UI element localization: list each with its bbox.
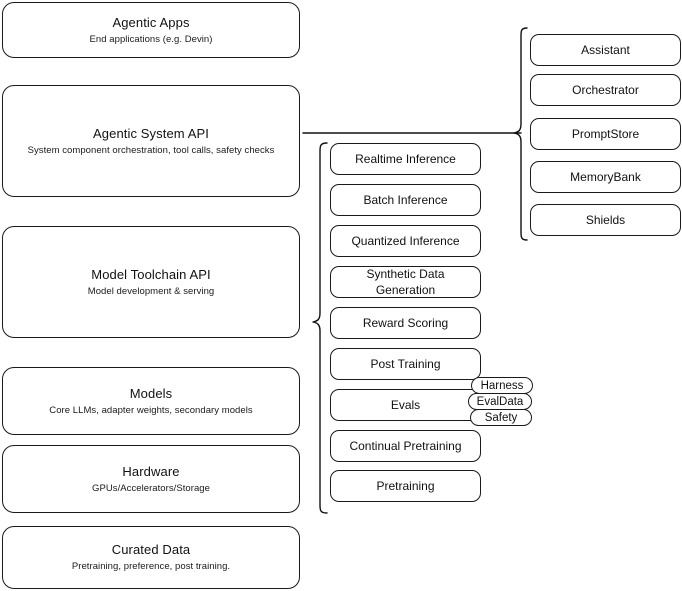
chip-continual-pretraining[interactable]: Continual Pretraining: [330, 430, 481, 462]
chip-label: Batch Inference: [363, 193, 448, 207]
layer-title: Model Toolchain API: [91, 266, 211, 282]
chip-label: Synthetic Data Generation: [366, 267, 445, 297]
layer-title: Agentic Apps: [112, 14, 190, 30]
layer-subtitle: GPUs/Accelerators/Storage: [92, 482, 210, 494]
brace-model-toolchain-capabilities: [312, 142, 328, 514]
pill-evaldata[interactable]: EvalData: [468, 393, 532, 410]
layer-curated-data[interactable]: Curated Data Pretraining, preference, po…: [2, 526, 300, 589]
chip-label: Quantized Inference: [351, 234, 460, 248]
layer-title: Curated Data: [111, 542, 191, 557]
chip-batch-inference[interactable]: Batch Inference: [330, 184, 481, 216]
pill-label: EvalData: [476, 395, 524, 408]
pill-label: Harness: [480, 379, 524, 392]
pill-label: Safety: [484, 411, 518, 424]
layer-model-toolchain-api[interactable]: Model Toolchain API Model development & …: [2, 226, 300, 338]
chip-assistant[interactable]: Assistant: [530, 34, 681, 66]
chip-pretraining[interactable]: Pretraining: [330, 470, 481, 502]
chip-label: Post Training: [370, 357, 441, 371]
chip-memorybank[interactable]: MemoryBank: [530, 161, 681, 193]
chip-synthetic-data-generation[interactable]: Synthetic Data Generation: [330, 266, 481, 298]
layer-subtitle: Core LLMs, adapter weights, secondary mo…: [49, 404, 253, 416]
chip-quantized-inference[interactable]: Quantized Inference: [330, 225, 481, 257]
layer-title: Agentic System API: [93, 125, 209, 141]
brace-agentic-system-components: [513, 27, 528, 241]
chip-label: Evals: [390, 398, 421, 412]
chip-label: Continual Pretraining: [349, 439, 462, 453]
chip-promptstore[interactable]: PromptStore: [530, 118, 681, 150]
layer-agentic-apps[interactable]: Agentic Apps End applications (e.g. Devi…: [2, 2, 300, 58]
chip-label: Reward Scoring: [362, 316, 449, 330]
layer-models[interactable]: Models Core LLMs, adapter weights, secon…: [2, 367, 300, 435]
layer-title: Models: [129, 385, 173, 401]
chip-shields[interactable]: Shields: [530, 204, 681, 236]
layer-subtitle: End applications (e.g. Devin): [89, 33, 213, 45]
chip-post-training[interactable]: Post Training: [330, 348, 481, 380]
layer-subtitle: Pretraining, preference, post training.: [71, 561, 231, 572]
layer-subtitle: System component orchestration, tool cal…: [27, 144, 275, 156]
chip-reward-scoring[interactable]: Reward Scoring: [330, 307, 481, 339]
chip-evals[interactable]: Evals: [330, 389, 481, 421]
layer-hardware[interactable]: Hardware GPUs/Accelerators/Storage: [2, 445, 300, 513]
chip-label: Shields: [585, 213, 626, 227]
chip-orchestrator[interactable]: Orchestrator: [530, 74, 681, 106]
layer-subtitle: Model development & serving: [87, 285, 215, 297]
pill-harness[interactable]: Harness: [471, 377, 533, 394]
chip-label: Realtime Inference: [355, 152, 456, 166]
chip-label: PromptStore: [571, 127, 640, 141]
chip-realtime-inference[interactable]: Realtime Inference: [330, 143, 481, 175]
chip-label: MemoryBank: [570, 170, 641, 184]
chip-label: Orchestrator: [572, 83, 639, 97]
layer-title: Hardware: [122, 463, 180, 479]
chip-label: Pretraining: [376, 479, 435, 493]
chip-label: Assistant: [581, 43, 630, 57]
pill-safety[interactable]: Safety: [470, 409, 532, 426]
layer-agentic-system-api[interactable]: Agentic System API System component orch…: [2, 85, 300, 197]
